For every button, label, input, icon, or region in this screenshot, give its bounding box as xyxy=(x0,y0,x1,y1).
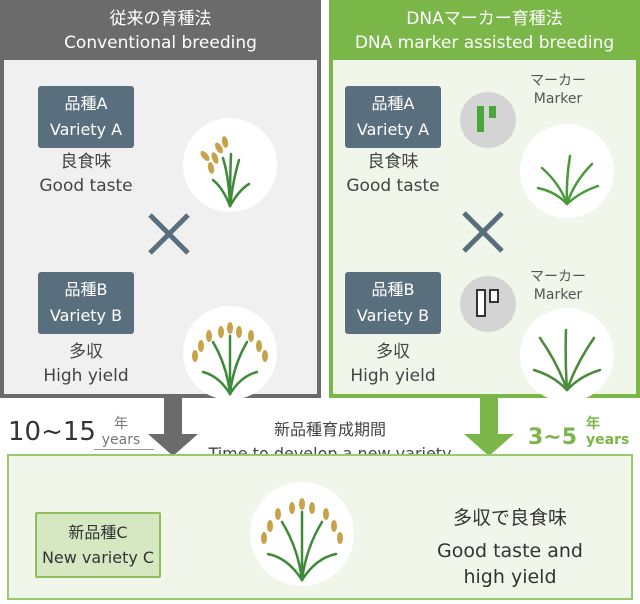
conventional-year-en: years xyxy=(101,432,141,448)
new-variety-en: New variety C xyxy=(41,548,155,567)
left-variety-a-badge: 品種A Variety A xyxy=(38,86,134,148)
conventional-title-jp: 従来の育種法 xyxy=(109,9,212,29)
right-trait-a: 良食味 Good taste xyxy=(335,150,451,198)
right-trait-b-jp: 多収 xyxy=(376,342,410,362)
left-trait-b-en: High yield xyxy=(43,366,129,386)
marker-label-a: マーカー Marker xyxy=(522,72,594,108)
conventional-header: 従来の育種法 Conventional breeding xyxy=(0,0,321,60)
right-trait-b: 多収 High yield xyxy=(335,340,451,388)
right-variety-b-en: Variety B xyxy=(356,306,430,325)
marker-year-en: years xyxy=(586,432,630,448)
marker-years-unit: 年 years xyxy=(586,416,640,448)
conventional-year-jp: 年 xyxy=(114,416,128,432)
new-variety-badge: 新品種C New variety C xyxy=(35,512,161,578)
marker-label-b: マーカー Marker xyxy=(522,268,594,304)
conventional-years-unit: 年 years xyxy=(94,416,148,448)
marker-arrow-icon xyxy=(460,398,518,462)
marker-label-a-en: Marker xyxy=(533,91,583,107)
result-trait-en-1: Good taste and xyxy=(437,540,583,562)
left-variety-b-en: Variety B xyxy=(49,306,123,325)
rice-result-icon xyxy=(250,482,354,586)
marker-label-b-jp: マーカー xyxy=(530,269,586,285)
right-trait-a-en: Good taste xyxy=(346,176,440,196)
conventional-arrow-icon xyxy=(144,398,202,462)
marker-year-jp: 年 xyxy=(586,416,600,432)
right-variety-a-jp: 品種A xyxy=(371,94,415,113)
left-trait-b: 多収 High yield xyxy=(28,340,144,388)
right-trait-b-en: High yield xyxy=(350,366,436,386)
left-variety-b-badge: 品種B Variety B xyxy=(38,272,134,334)
marker-title-jp: DNAマーカー育種法 xyxy=(406,9,563,29)
rice-ripe-icon xyxy=(183,118,277,212)
right-variety-b-jp: 品種B xyxy=(371,280,415,299)
conventional-years: 10~15 xyxy=(8,417,96,447)
cross-icon-left xyxy=(146,211,192,261)
seedling-icon-b xyxy=(520,308,614,402)
marker-title-en: DNA marker assisted breeding xyxy=(354,33,615,53)
conventional-title-en: Conventional breeding xyxy=(64,33,257,53)
left-variety-b-jp: 品種B xyxy=(64,280,108,299)
marker-bubble-a-icon xyxy=(460,92,516,148)
left-trait-b-jp: 多収 xyxy=(69,342,103,362)
marker-label-a-jp: マーカー xyxy=(530,73,586,89)
right-variety-b-badge: 品種B Variety B xyxy=(345,272,441,334)
marker-label-b-en: Marker xyxy=(533,287,583,303)
result-trait-en: Good taste and high yield xyxy=(410,538,610,590)
right-trait-a-jp: 良食味 xyxy=(367,152,419,172)
right-variety-a-badge: 品種A Variety A xyxy=(345,86,441,148)
cross-icon-right xyxy=(460,209,506,259)
divider xyxy=(94,449,154,450)
left-trait-a: 良食味 Good taste xyxy=(28,150,144,198)
left-trait-a-en: Good taste xyxy=(39,176,133,196)
marker-years: 3~5 xyxy=(528,425,578,450)
right-variety-a-en: Variety A xyxy=(356,120,430,139)
rice-heavy-icon xyxy=(183,306,277,400)
new-variety-jp: 新品種C xyxy=(68,523,128,542)
period-jp: 新品種育成期間 xyxy=(273,420,386,439)
result-trait-jp: 多収で良食味 xyxy=(452,507,567,529)
result-trait-en-2: high yield xyxy=(463,566,557,588)
left-variety-a-jp: 品種A xyxy=(64,94,108,113)
marker-header: DNAマーカー育種法 DNA marker assisted breeding xyxy=(329,0,640,60)
marker-bubble-b-icon xyxy=(460,276,516,332)
left-trait-a-jp: 良食味 xyxy=(60,152,112,172)
seedling-icon-a xyxy=(520,124,614,218)
left-variety-a-en: Variety A xyxy=(49,120,123,139)
